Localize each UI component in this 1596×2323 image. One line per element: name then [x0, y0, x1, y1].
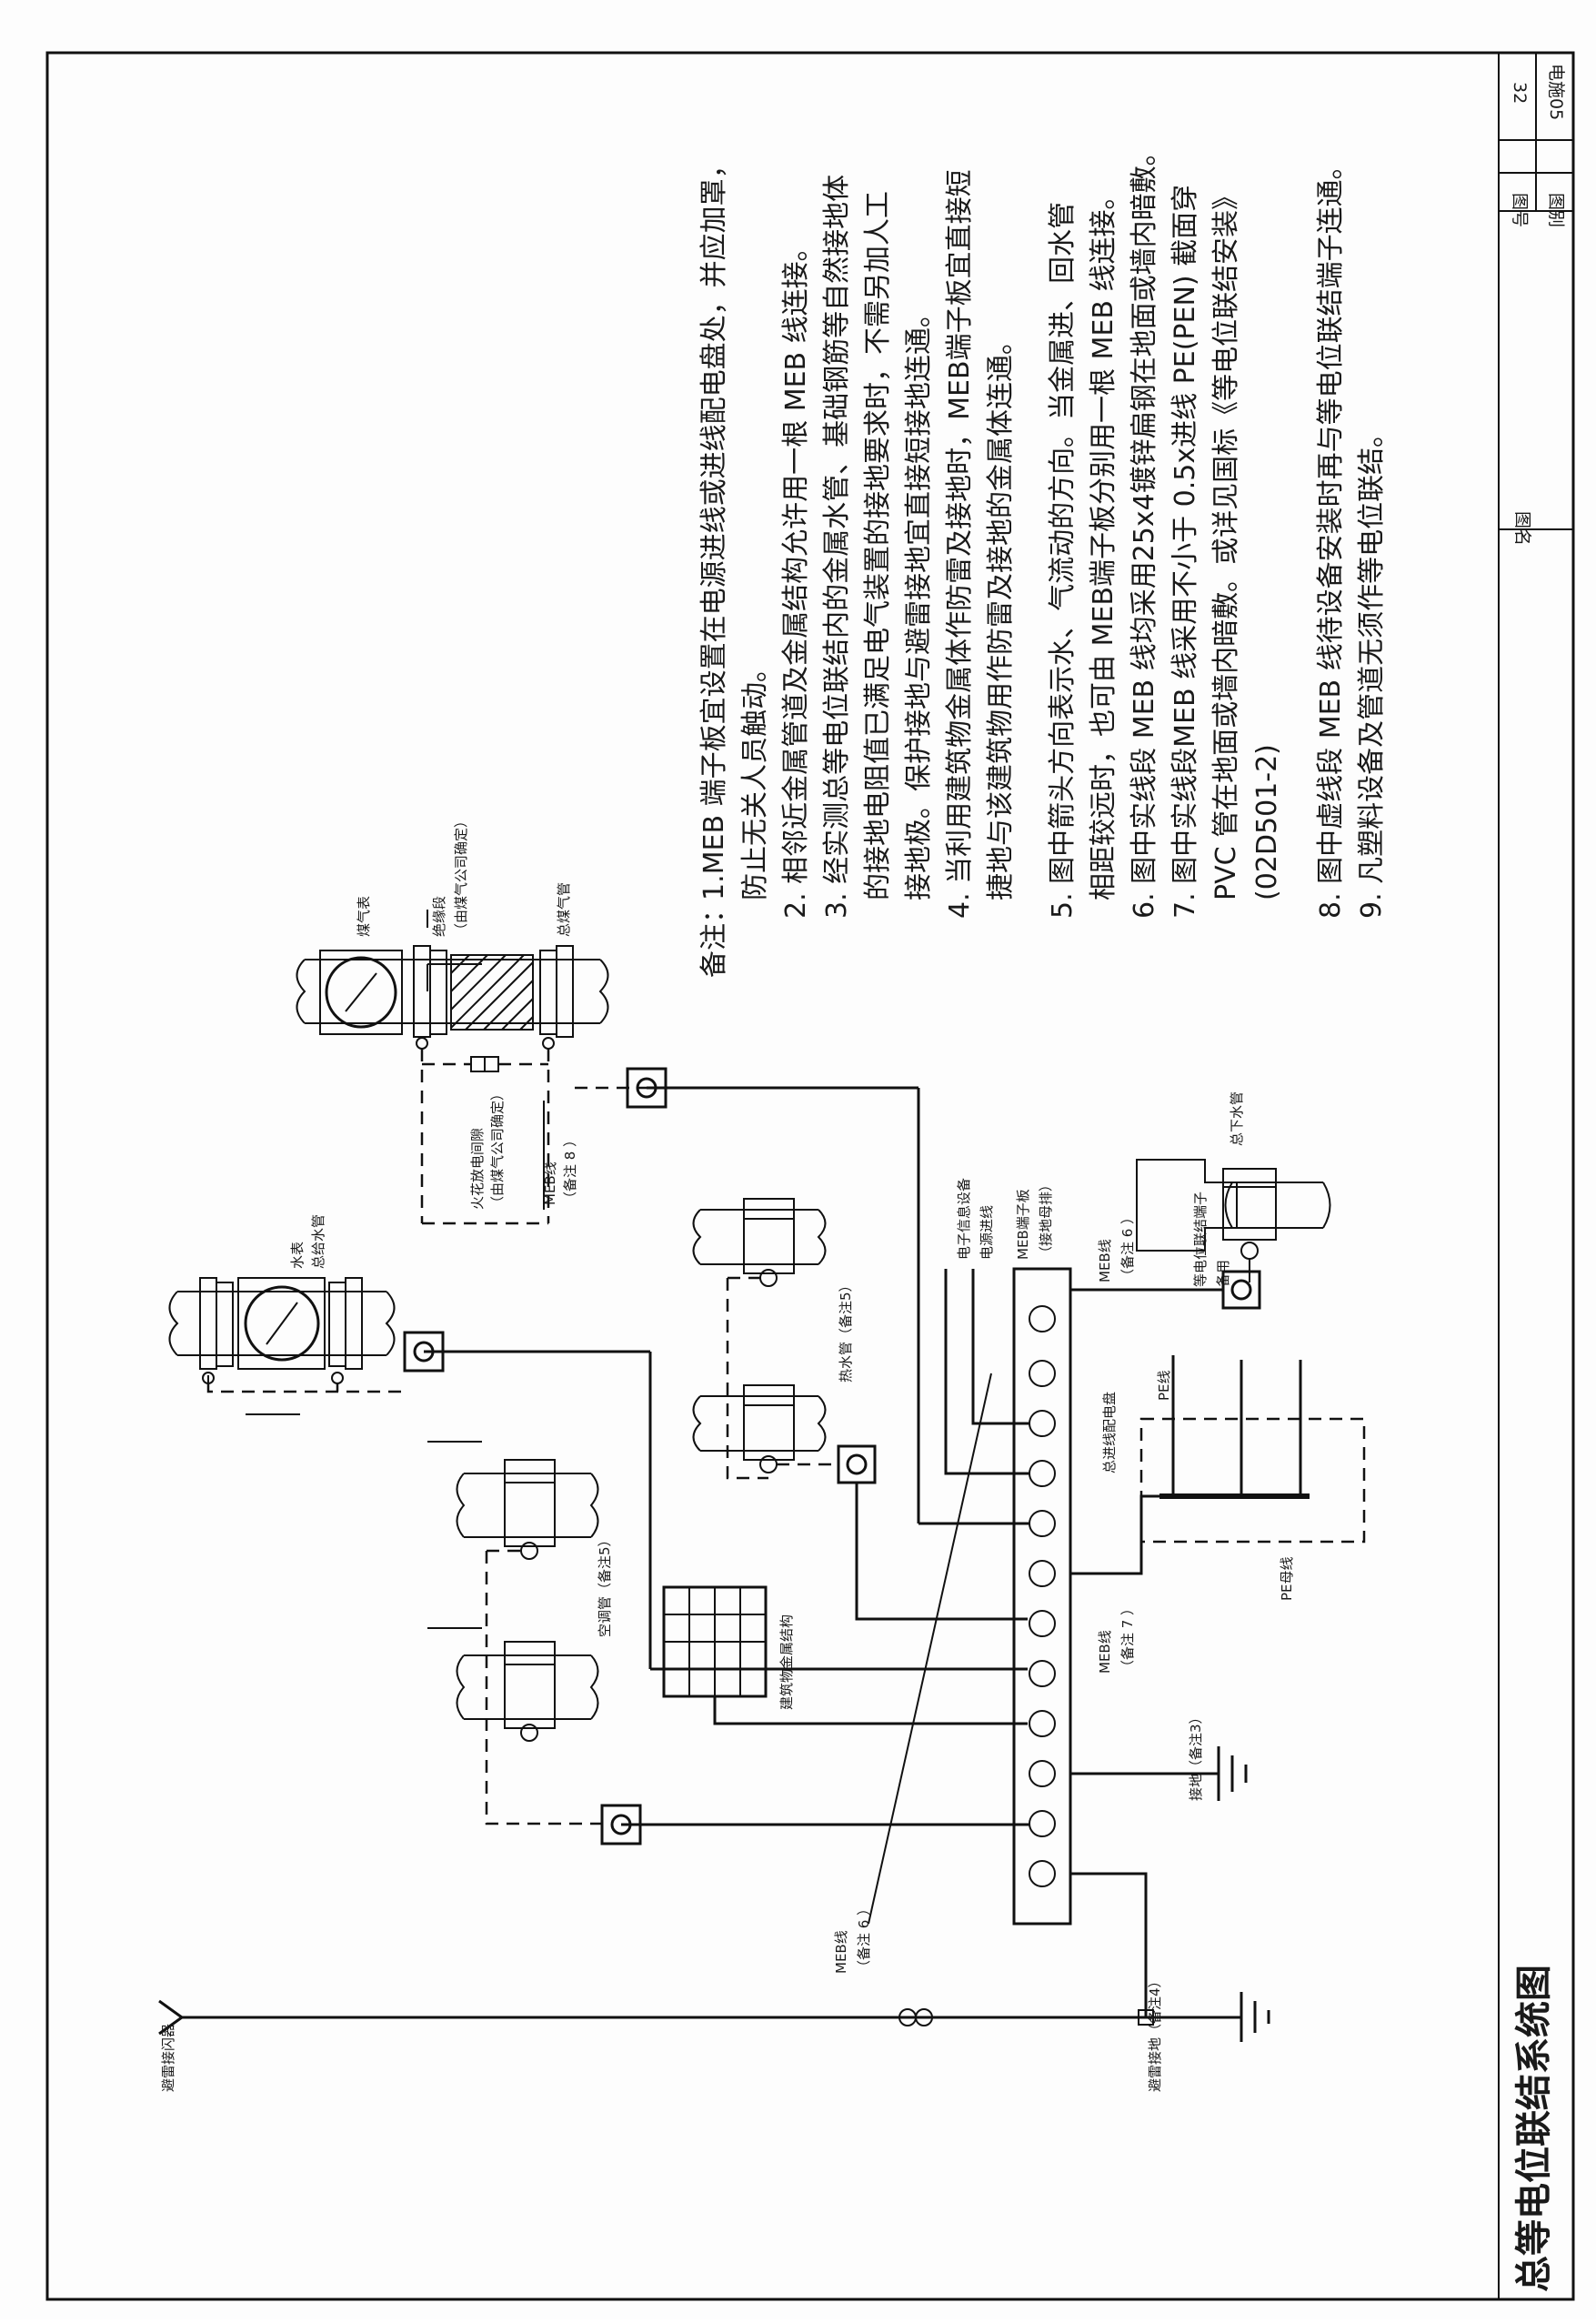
telecom-label: 电子信息设备: [956, 1178, 972, 1260]
note-line-11: 6. 图中实线段 MEB 线均采用25x4镀锌扁钢在地面或墙内暗敷。: [1129, 138, 1160, 919]
meb-board-label: MEB端子板: [1015, 1189, 1031, 1260]
lightning-receptor-label: 避雷接闪器: [160, 2024, 176, 2092]
spark-gap-label: 火花放电间隙: [469, 1128, 486, 1210]
note-line-13: PVC 管在地面或墙内暗敷。或详见国标《等电位联结安装》: [1210, 183, 1242, 900]
insulation-section: [450, 954, 534, 1031]
notes-block: 备注： 1.MEB 端子板宜设置在电源进线或进线配电盘处，并应加罩， 防止无关人…: [698, 138, 1388, 978]
water-meter-label: 水表: [289, 1242, 306, 1269]
note6-label-drain: （备注 6 ）: [1119, 1211, 1136, 1282]
gas-meter-label: 煤气表: [356, 896, 372, 937]
gas-meter-assembly: 煤气表 绝缘段 （由煤气公司确定） 总煤气管: [296, 814, 609, 1050]
note-line-2: 防止无关人员触动。: [739, 655, 771, 900]
note-line-9: 5. 图中箭头方向表示水、气流动的方向。当金属进、回水管: [1047, 202, 1079, 919]
notes-heading: 备注：: [698, 896, 730, 978]
drain-pipe-label: 总下水管: [1229, 1091, 1245, 1146]
meb-line-label-pe: MEB线: [1097, 1630, 1113, 1674]
note6-label-left: （备注 6 ）: [856, 1902, 872, 1974]
meb-terminal-board: MEB端子板 （接地母排）: [1012, 1178, 1072, 1926]
title-label: 图名: [1512, 511, 1532, 546]
note-line-8: 捷地与该建筑物用作防雷及接地的金属体连通。: [985, 327, 1017, 900]
steel-structure-label: 建筑物金属结构: [778, 1614, 795, 1710]
spark-gap-note-label: （由煤气公司确定）: [489, 1087, 506, 1210]
note-line-3: 2. 相邻近金属管道及金属结构允许用一根 MEB 线连接。: [780, 234, 812, 919]
note-line-1: 1.MEB 端子板宜设置在电源进线或进线配电盘处，并应加罩，: [698, 151, 730, 900]
water-main-label: 总给水管: [310, 1214, 326, 1269]
atlas-value: 电施05: [1546, 64, 1566, 120]
drain-pipe-assembly: 总下水管 等电位联结端子 备用: [1136, 1091, 1331, 1287]
earthing-label: 接地（备注3）: [1188, 1710, 1204, 1801]
lightning-system: 避雷接闪器 避雷接地（备注4）: [158, 1872, 1270, 2092]
note-line-14: (02D501-2): [1251, 744, 1283, 900]
meb-line-label-gas: MEB线: [542, 1162, 558, 1205]
main-panel-label: 总进线配电盘: [1101, 1392, 1118, 1473]
insulation-note-label: （由煤气公司确定）: [453, 814, 469, 937]
gas-meter-box: [319, 950, 403, 1035]
hot-water-bond-terminal: [837, 1444, 877, 1484]
spark-gap: 火花放电间隙 （由煤气公司确定） MEB线 （备注 8 ）: [420, 1049, 578, 1225]
building-steel-structure: 建筑物金属结构: [662, 1585, 795, 1710]
water-meter-dial-icon: [244, 1285, 320, 1362]
note-line-4: 3. 经实测总等电位联结内的金属水管、基础钢筋等自然接地体: [821, 175, 853, 919]
power-line-label: 电源进线: [979, 1205, 995, 1260]
ac-pipe-label: 空调管（备注5）: [597, 1533, 613, 1637]
hot-water-label: 热水管（备注5）: [838, 1278, 854, 1383]
meb-line-note6: [868, 1373, 992, 1925]
drawing-title: 总等电位联结系统图: [1513, 1965, 1555, 2292]
meb-line-label-drain: MEB线: [1097, 1239, 1113, 1282]
note-line-12: 7. 图中实线段MEB 线采用不小于 0.5x进线 PE(PEN) 截面穿: [1169, 185, 1201, 919]
note-line-10: 相距较远时，也可由 MEB端子板分别用一根 MEB 线连接。: [1088, 183, 1119, 900]
ac-pipes: 空调管（备注5）: [427, 1441, 613, 1825]
pe-bus-label: PE母线: [1279, 1556, 1295, 1601]
meb-line-label-left: MEB线: [833, 1930, 849, 1974]
note-line-16: 9. 凡塑料设备及管道无须作等电位联结。: [1356, 420, 1388, 919]
note8-label: （备注 8 ）: [562, 1133, 578, 1205]
hot-water-pipes: 热水管（备注5）: [692, 1198, 854, 1480]
note-line-7: 4. 当利用建筑物金属体作防雷及接地时，MEB端子板宜直接短: [944, 169, 976, 919]
note-line-6: 接地极。保护接地与避雷接地宜直接短接地连通。: [903, 300, 935, 900]
earthing-symbol: 接地（备注3）: [1070, 1710, 1248, 1801]
number-value: 32: [1510, 82, 1530, 104]
note7-label: （备注 7 ）: [1119, 1602, 1136, 1674]
gas-meter-dial-icon: [325, 956, 397, 1029]
meb-board-sub-label: （接地母排）: [1038, 1178, 1054, 1260]
note-line-5: 的接地电阻值已满足电气装置的接地要求时，不需另加人工: [862, 191, 894, 900]
number-label: 图号: [1510, 193, 1530, 227]
main-distribution-panel: 总进线配电盘 PE线 PE母线: [1101, 1355, 1366, 1601]
water-meter-assembly: 水表 总给水管: [168, 1214, 396, 1415]
pe-line-label: PE线: [1156, 1370, 1172, 1401]
insulation-section-label: 绝缘段: [431, 896, 447, 937]
title-block: 图别 电施05 图号 32 图名 总等电位联结系统图: [1498, 52, 1574, 2300]
lightning-earth-label: 避雷接地（备注4）: [1147, 1974, 1163, 2092]
gas-main-label: 总煤气管: [556, 882, 572, 937]
note-line-15: 8. 图中虚线段 MEB 线待设备安装时再与等电位联结端子连通。: [1315, 152, 1347, 919]
atlas-label: 图别: [1546, 193, 1566, 227]
equip-terminal-label: 等电位联结端子: [1192, 1192, 1209, 1287]
